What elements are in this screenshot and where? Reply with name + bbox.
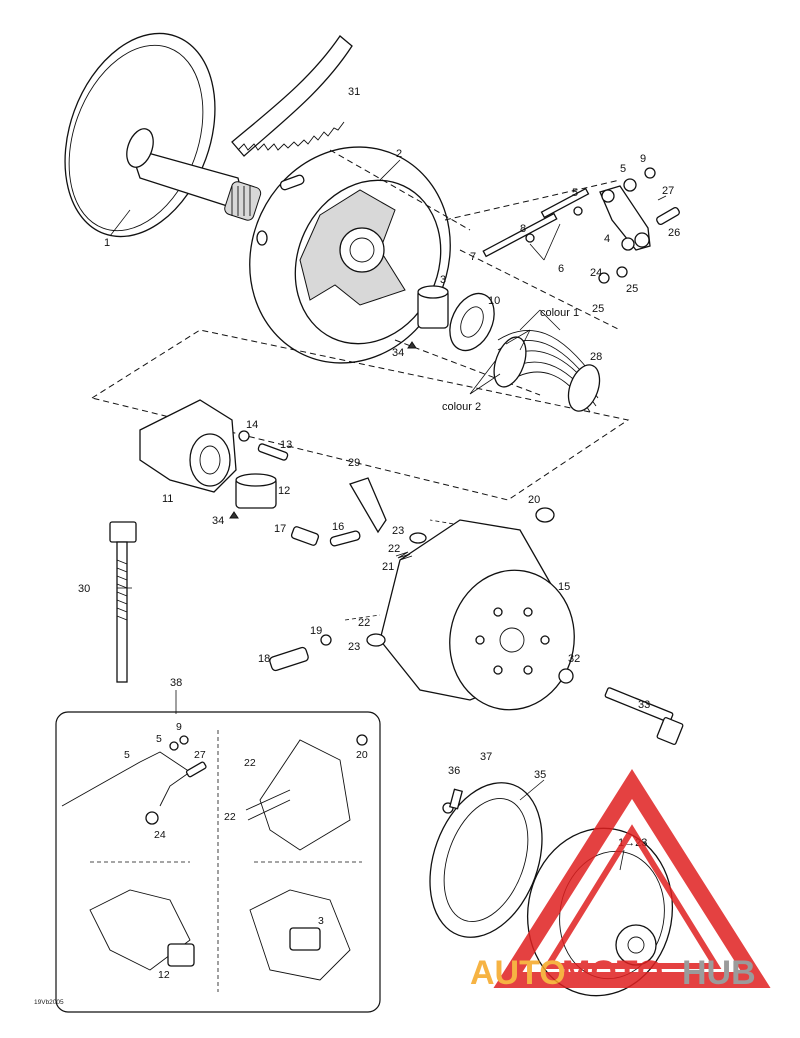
watermark: AUTO MOTO HUB xyxy=(470,769,771,992)
callout-21: 21 xyxy=(382,561,394,573)
callout-36: 36 xyxy=(448,765,460,777)
drive-belt xyxy=(231,35,353,157)
callout-38-9: 9 xyxy=(176,721,182,733)
diagram-code: 19Vb2005 xyxy=(34,999,64,1006)
watermark-triangle-icon xyxy=(493,769,771,988)
callout-38-22b: 22 xyxy=(224,811,236,823)
callout-9: 9 xyxy=(640,153,646,165)
callout-24: 24 xyxy=(590,267,602,279)
callout-32: 32 xyxy=(568,653,580,665)
callout-8: 8 xyxy=(520,223,526,235)
assembly-line xyxy=(329,149,621,396)
callout-18: 18 xyxy=(258,653,270,665)
callout-22b: 22 xyxy=(358,617,370,629)
bushing-washer-spring xyxy=(407,285,601,413)
callout-38-20: 20 xyxy=(356,749,368,761)
watermark-moto: MOTO xyxy=(562,954,663,992)
callout-14: 14 xyxy=(246,419,258,431)
callout-20: 20 xyxy=(528,494,540,506)
callout-38-3: 3 xyxy=(318,915,324,927)
callout-33: 33 xyxy=(638,699,650,711)
callout-12: 12 xyxy=(278,485,290,497)
callout-34b: 34 xyxy=(212,515,224,527)
leader-lines xyxy=(109,159,625,871)
movable-sheave xyxy=(249,146,451,364)
callout-1: 1 xyxy=(104,237,110,249)
watermark-auto: AUTO xyxy=(470,954,566,992)
callout-25b: 25 xyxy=(592,303,604,315)
fixed-sheave xyxy=(64,32,262,238)
callout-38-5b: 5 xyxy=(124,749,130,761)
callout-6: 6 xyxy=(558,263,564,275)
outer-ring-35 xyxy=(429,782,543,938)
callout-25: 25 xyxy=(626,283,638,295)
callout-28: 28 xyxy=(590,351,602,363)
governor-cup xyxy=(269,477,575,711)
callout-30: 30 xyxy=(78,583,90,595)
callout-colour2: colour 2 xyxy=(442,401,481,413)
callout-2: 2 xyxy=(396,148,402,160)
callout-16: 16 xyxy=(332,521,344,533)
callout-5b: 5 xyxy=(620,163,626,175)
callout-29: 29 xyxy=(348,457,360,469)
callout-22: 22 xyxy=(388,543,400,555)
callout-23b: 23 xyxy=(348,641,360,653)
cam-arm-assembly xyxy=(482,167,680,284)
callout-17: 17 xyxy=(274,523,286,535)
callout-38-24: 24 xyxy=(154,829,166,841)
callout-38: 38 xyxy=(170,677,182,689)
bolt-30 xyxy=(109,521,137,683)
complete-assembly xyxy=(526,827,674,997)
callout-colour1: colour 1 xyxy=(540,307,579,319)
callout-38-22: 22 xyxy=(244,757,256,769)
callout-7: 7 xyxy=(470,251,476,263)
callout-10: 10 xyxy=(488,295,500,307)
callout-31: 31 xyxy=(348,86,360,98)
callout-19: 19 xyxy=(310,625,322,637)
callout-15: 15 xyxy=(558,581,570,593)
callout-27: 27 xyxy=(662,185,674,197)
callout-3: 3 xyxy=(440,274,446,286)
callout-11: 11 xyxy=(162,493,173,505)
callout-34: 34 xyxy=(392,347,404,359)
callout-26: 26 xyxy=(668,227,680,239)
callout-23: 23 xyxy=(392,525,404,537)
bolt-33 xyxy=(604,687,684,745)
watermark-hub: HUB xyxy=(682,954,756,992)
assembly-line xyxy=(91,329,630,501)
callout-4: 4 xyxy=(604,233,610,245)
callout-38-5: 5 xyxy=(156,733,162,745)
detail-box xyxy=(55,711,381,1013)
callout-37: 37 xyxy=(480,751,492,763)
spider-assembly xyxy=(139,399,289,519)
callout-38-27: 27 xyxy=(194,749,206,761)
callout-5: 5 xyxy=(572,187,578,199)
callout-35: 35 xyxy=(534,769,546,781)
callout-13: 13 xyxy=(280,439,292,451)
callout-38-12: 12 xyxy=(158,969,170,981)
